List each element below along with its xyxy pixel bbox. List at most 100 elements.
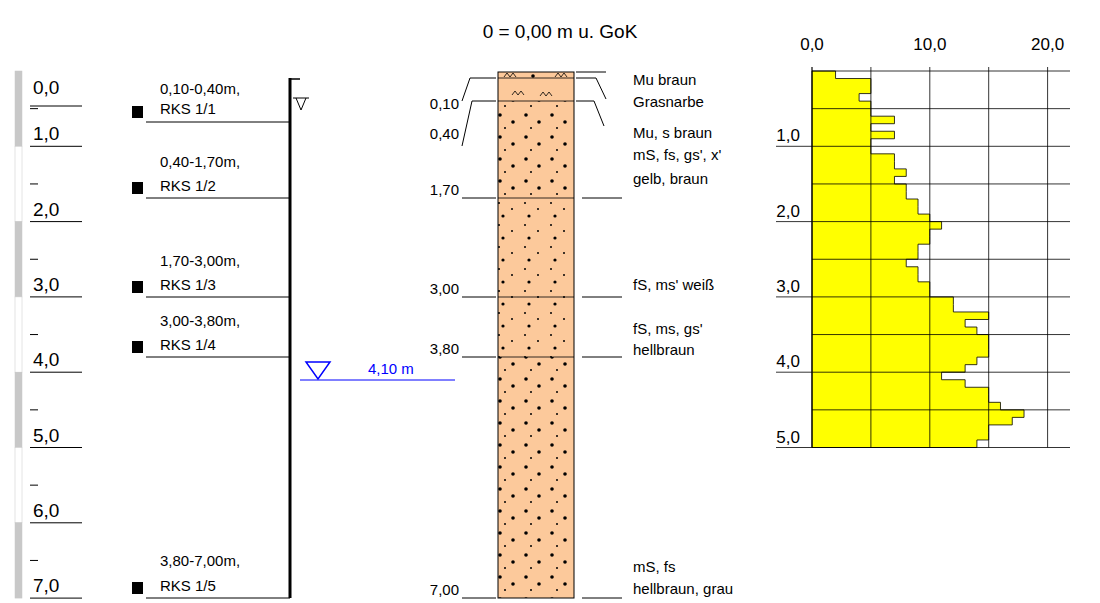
scale-segment <box>15 448 22 523</box>
boring-top <box>290 78 300 80</box>
layer-boundary <box>498 297 574 298</box>
scale-segment <box>15 146 22 221</box>
sand-hatch <box>498 198 574 357</box>
axis-number: 5,0 <box>776 429 800 446</box>
sample-interval: 0,10-0,40m, <box>160 81 240 96</box>
leader-line <box>462 198 496 199</box>
scale-segment <box>15 523 22 598</box>
axis-number: 10,0 <box>913 36 946 53</box>
sample-column <box>132 78 455 598</box>
depth-number: 5,0 <box>33 426 59 445</box>
soil-description: hellbraun <box>633 342 695 357</box>
grid-line <box>776 146 1070 147</box>
scale-line <box>30 372 82 373</box>
depth-number: 2,0 <box>33 200 59 219</box>
leader-line <box>462 357 496 358</box>
sand-hatch <box>498 101 574 198</box>
scale-tick <box>30 334 38 335</box>
scale-line <box>30 146 82 147</box>
scale-line <box>30 296 82 297</box>
axis-number: 1,0 <box>776 127 800 144</box>
sounding-chart <box>776 67 1070 448</box>
grid-line <box>812 409 1070 410</box>
leader-line <box>462 101 496 146</box>
grid-line <box>776 447 1070 448</box>
scale-line <box>30 447 82 448</box>
layer-boundary <box>498 78 574 79</box>
column-outline <box>498 72 574 598</box>
scale-segment <box>15 372 22 447</box>
soil-description: fS, ms' weiß <box>633 277 714 292</box>
depth-number: 3,0 <box>33 275 59 294</box>
leader-line <box>576 72 606 73</box>
scale-tick <box>30 560 38 561</box>
sample-id: RKS 1/4 <box>160 337 216 352</box>
scale-line <box>30 522 82 523</box>
leader-line <box>576 101 604 126</box>
depth-number: 1,0 <box>33 124 59 143</box>
scale-segment <box>15 222 22 297</box>
sample-marker <box>132 281 143 293</box>
soil-fill <box>498 72 574 598</box>
grid-line <box>776 296 1070 297</box>
scale-tick <box>30 409 38 410</box>
sample-interval: 3,00-3,80m, <box>160 313 240 328</box>
scale-tick <box>30 259 38 260</box>
sample-marker <box>132 182 143 194</box>
scale-line <box>30 598 82 599</box>
grid-line <box>811 67 812 448</box>
scale-segment <box>15 297 22 372</box>
groundwater-depth: 4,10 m <box>368 361 414 376</box>
sample-interval: 1,70-3,00m, <box>160 253 240 268</box>
leader-line <box>462 598 496 599</box>
layer-depth: 3,80 <box>430 341 459 356</box>
depth-number: 4,0 <box>33 350 59 369</box>
grid-line <box>1047 67 1048 448</box>
sample-id: RKS 1/5 <box>160 578 216 593</box>
leader-line <box>582 297 622 298</box>
leader-line <box>582 198 622 199</box>
leader-line <box>462 78 496 101</box>
leader-line <box>582 357 622 358</box>
scale-tick <box>30 485 38 486</box>
soil-description: hellbraun, grau <box>633 581 733 596</box>
sample-id: RKS 1/1 <box>160 101 216 116</box>
axis-number: 20,0 <box>1031 36 1064 53</box>
layer-depth: 0,10 <box>430 96 459 111</box>
groundwater-symbol <box>306 362 330 379</box>
depth-scale <box>15 71 82 598</box>
scale-tick <box>30 108 38 109</box>
soil-description: Mu braun <box>633 72 696 87</box>
layer-boundary <box>498 198 574 199</box>
grid-line <box>812 108 1070 109</box>
axis-number: 3,0 <box>776 278 800 295</box>
layer-depth: 3,00 <box>430 281 459 296</box>
depth-number: 7,0 <box>33 576 59 595</box>
layer-boundary <box>498 357 574 358</box>
scale-line <box>30 106 82 107</box>
sample-line <box>146 297 290 298</box>
grid-line <box>929 67 930 448</box>
depth-number: 6,0 <box>33 501 59 520</box>
sample-interval: 0,40-1,70m, <box>160 154 240 169</box>
leader-line <box>462 297 496 298</box>
sample-marker <box>132 341 143 353</box>
sample-id: RKS 1/2 <box>160 178 216 193</box>
grid-line <box>812 259 1070 260</box>
groundwater-line <box>300 380 455 381</box>
leader-line <box>582 598 622 599</box>
layer-depth: 0,40 <box>430 126 459 141</box>
grid-line <box>988 67 989 448</box>
title: 0 = 0,00 m u. GoK <box>483 22 638 41</box>
grid-line <box>776 221 1070 222</box>
sand-hatch <box>498 357 574 598</box>
soil-description: gelb, braun <box>633 171 708 186</box>
soil-description: mS, fs, gs', x' <box>633 147 721 162</box>
leader-line <box>576 78 606 99</box>
scale-segment <box>15 71 22 146</box>
grid-line <box>812 183 1070 184</box>
layer-depth: 7,00 <box>430 582 459 597</box>
sample-line <box>146 357 290 358</box>
sample-id: RKS 1/3 <box>160 277 216 292</box>
